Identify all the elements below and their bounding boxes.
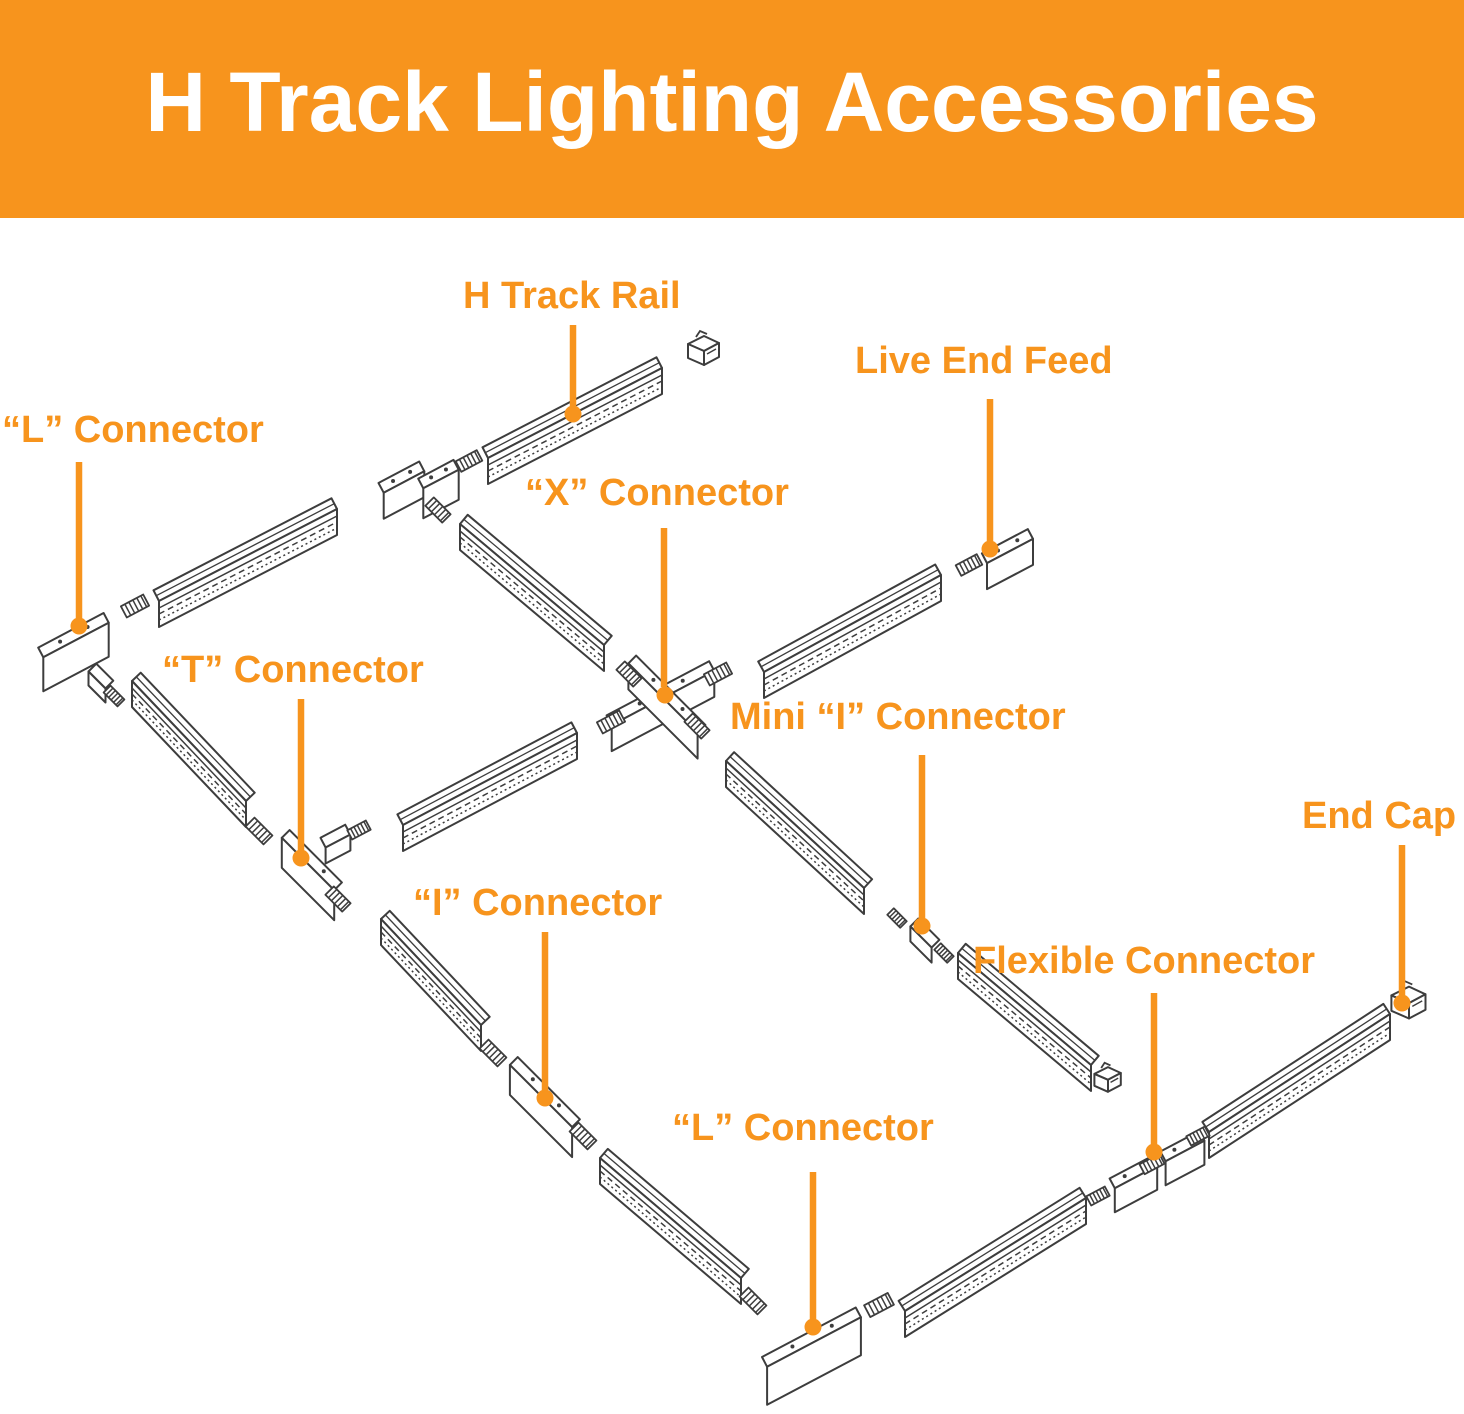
track-rail xyxy=(725,751,874,915)
leader-dot-l-connector-bottom xyxy=(804,1318,822,1336)
label-live-end-feed: Live End Feed xyxy=(855,340,1113,558)
label-text-t-connector: “T” Connector xyxy=(162,649,424,691)
track-rail xyxy=(599,1147,750,1305)
live-end-feed-part xyxy=(954,528,1034,591)
leader-dot-live-end-feed xyxy=(981,540,999,558)
label-text-live-end-feed: Live End Feed xyxy=(855,340,1113,382)
label-text-h-track-rail: H Track Rail xyxy=(463,275,681,317)
page-title: H Track Lighting Accessories xyxy=(145,54,1319,149)
label-x-connector: “X” Connector xyxy=(525,472,789,704)
label-text-x-connector: “X” Connector xyxy=(525,472,789,514)
track-rail xyxy=(131,671,256,828)
track-rail xyxy=(897,1186,1087,1338)
leader-dot-mini-i-connector xyxy=(913,917,931,935)
leader-dot-i-connector xyxy=(536,1089,554,1107)
label-text-flexible-connector: Flexible Connector xyxy=(973,940,1315,982)
leader-dot-h-track-rail xyxy=(564,405,582,423)
x-connector-part xyxy=(596,654,733,760)
track-rail xyxy=(459,513,613,672)
label-l-connector-top: “L” Connector xyxy=(2,409,264,635)
mini-i-connector-part xyxy=(886,907,955,964)
leader-dot-end-cap xyxy=(1393,994,1411,1012)
track-rail xyxy=(957,942,1100,1092)
leader-dot-l-connector-top xyxy=(70,617,88,635)
end-cap-part-small xyxy=(1093,1061,1122,1093)
track-rail xyxy=(757,563,942,699)
label-text-l-connector-top: “L” Connector xyxy=(2,409,264,451)
leader-dot-x-connector xyxy=(656,686,674,704)
label-h-track-rail: H Track Rail xyxy=(463,275,681,423)
label-text-l-connector-bottom: “L” Connector xyxy=(672,1107,934,1149)
leader-dot-t-connector xyxy=(292,849,310,867)
label-mini-i-connector: Mini “I” Connector xyxy=(730,696,1066,935)
flexible-connector-part xyxy=(1085,1125,1211,1214)
track-rail xyxy=(380,909,491,1052)
t-connector-part-top xyxy=(377,449,484,524)
track-rail xyxy=(396,721,578,852)
t-connector-part-left xyxy=(244,816,372,922)
track-rail xyxy=(152,497,338,628)
label-t-connector: “T” Connector xyxy=(162,649,424,867)
label-end-cap: End Cap xyxy=(1302,795,1456,1012)
end-cap-part-top xyxy=(687,329,720,366)
label-i-connector: “I” Connector xyxy=(413,882,662,1107)
label-l-connector-bottom: “L” Connector xyxy=(672,1107,934,1336)
l-connector-part-top xyxy=(37,593,151,708)
header-banner: H Track Lighting Accessories xyxy=(0,0,1464,218)
l-connector-part-bottom xyxy=(738,1286,895,1406)
track-rail xyxy=(1201,1002,1391,1159)
label-text-i-connector: “I” Connector xyxy=(413,882,662,924)
label-flexible-connector: Flexible Connector xyxy=(973,940,1315,1161)
label-text-end-cap: End Cap xyxy=(1302,795,1456,837)
leader-dot-flexible-connector xyxy=(1145,1143,1163,1161)
label-text-mini-i-connector: Mini “I” Connector xyxy=(730,696,1066,738)
